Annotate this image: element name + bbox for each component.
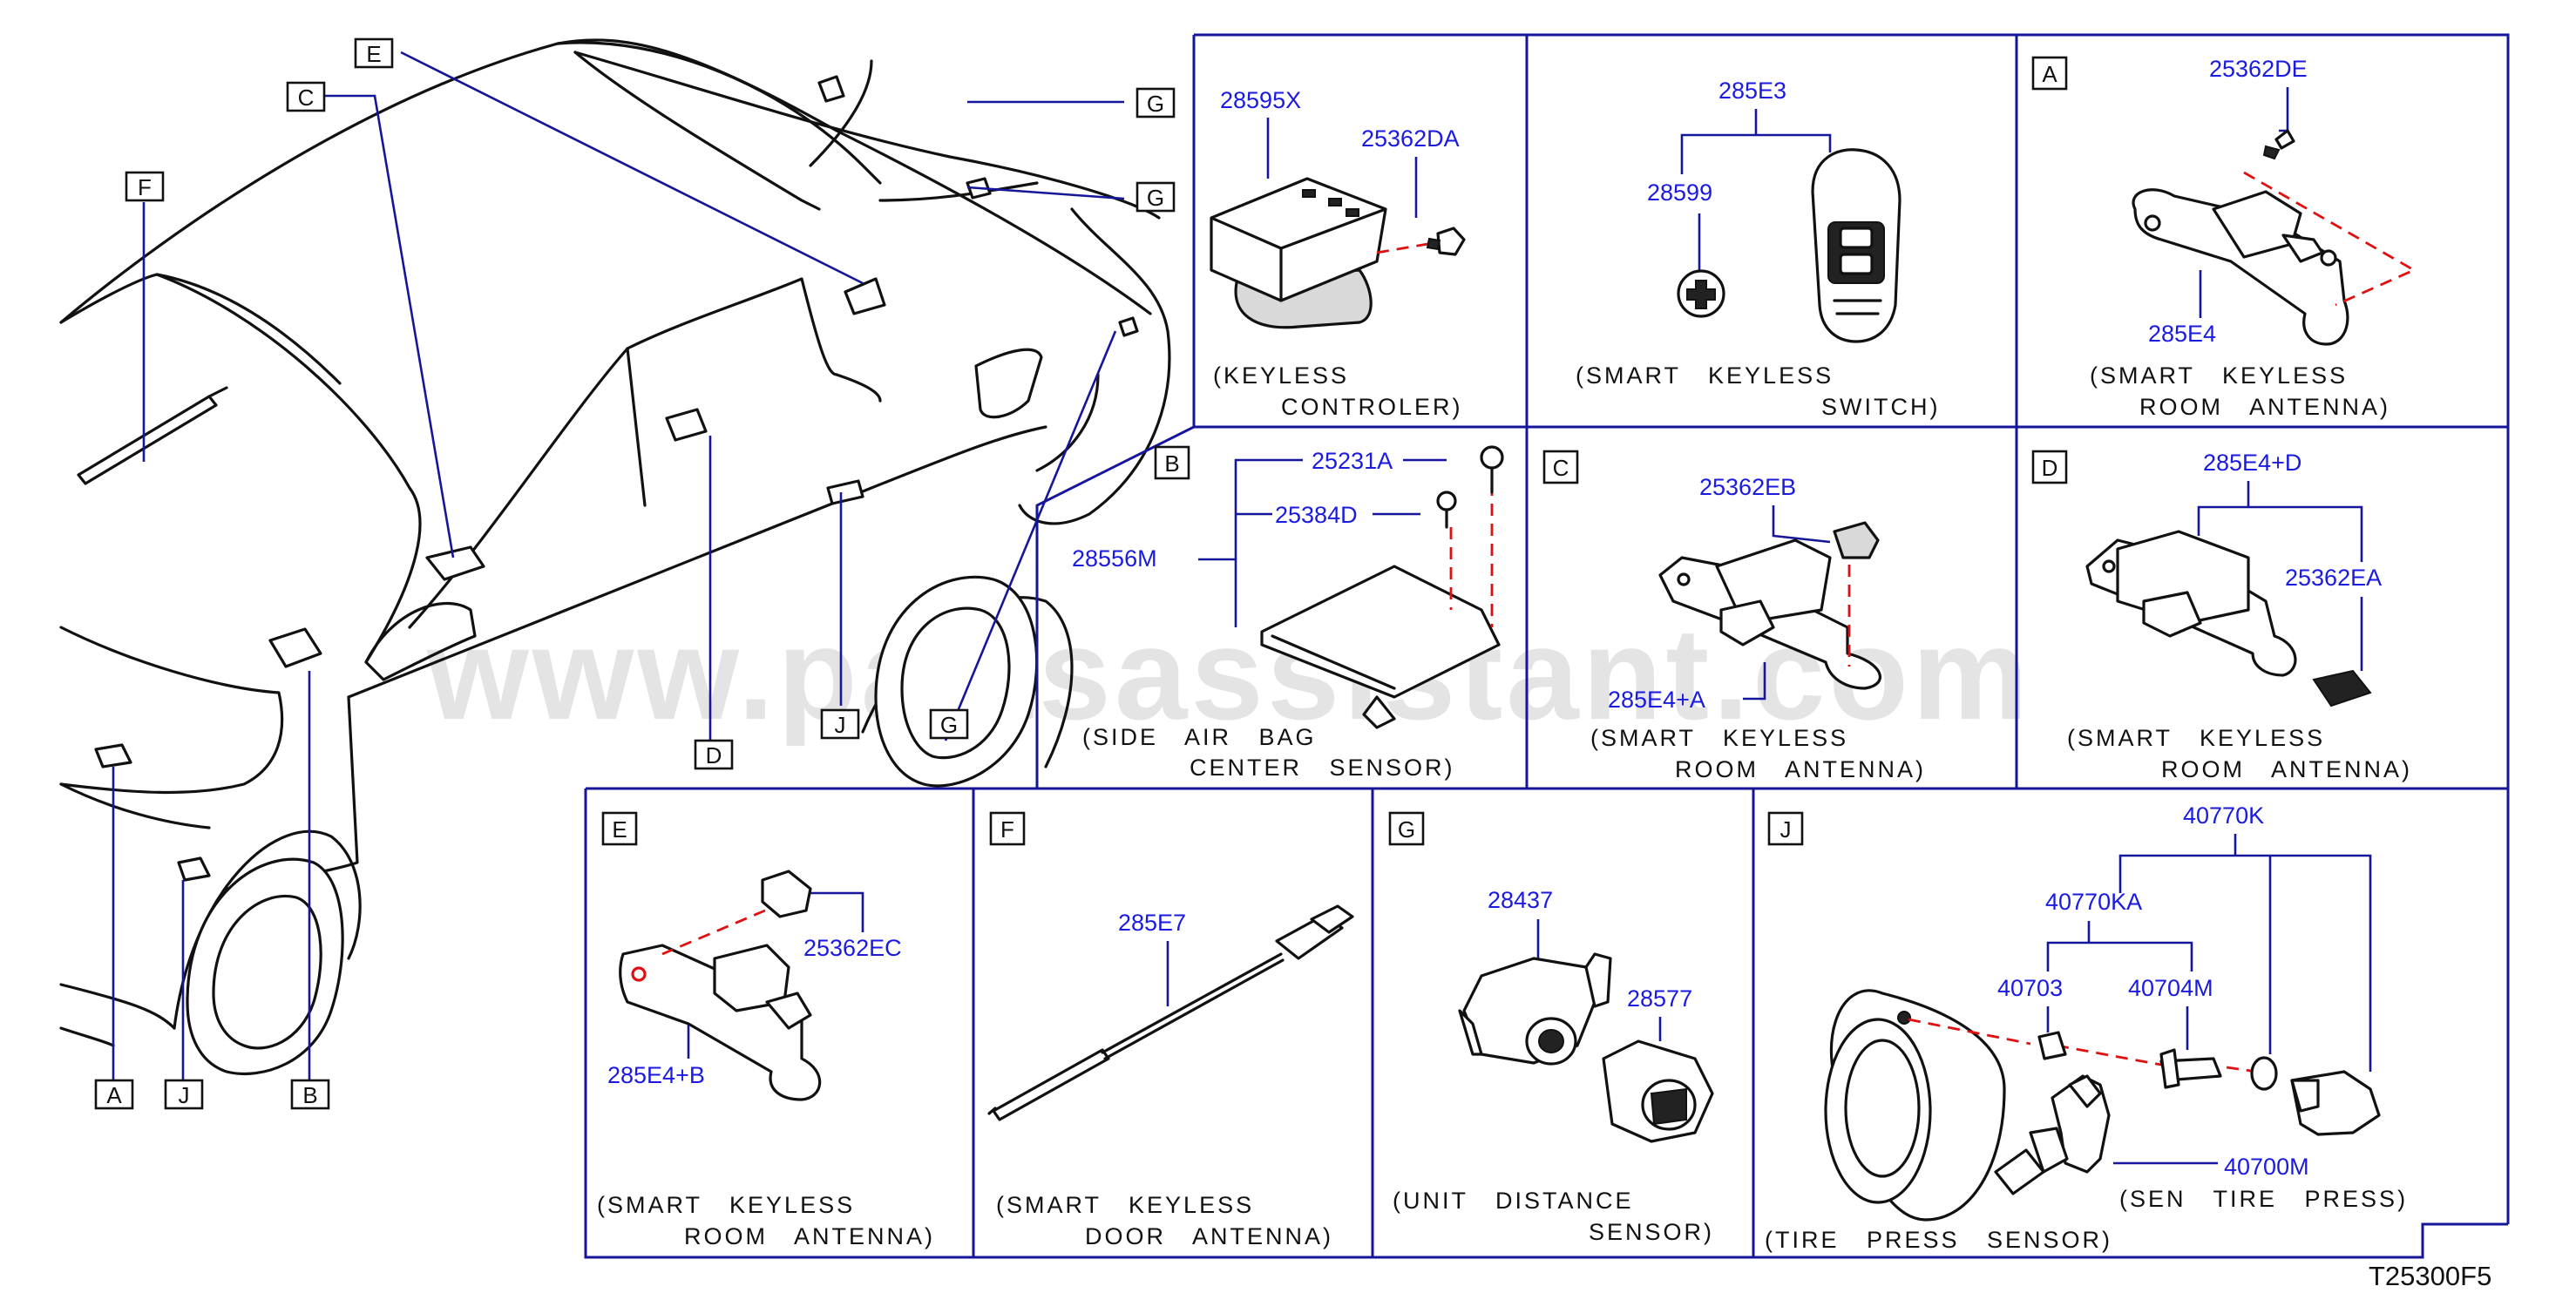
caption-d-2: ROOM ANTENNA): [2161, 756, 2412, 782]
part-28599: 28599: [1647, 179, 1712, 206]
part-285e3: 285E3: [1718, 78, 1786, 104]
panel-j: J 40770K 40770KA 40703 40704M 40700M (TI…: [1765, 802, 2408, 1253]
callout-box-g3: [929, 708, 969, 740]
callout-g2: G: [1147, 185, 1164, 211]
car-outline: [59, 38, 1171, 1076]
caption-smart-keyless-switch-1: (SMART KEYLESS: [1576, 362, 1834, 389]
caption-f-2: DOOR ANTENNA): [1085, 1223, 1333, 1249]
caption-a-2: ROOM ANTENNA): [2139, 394, 2390, 420]
callout-box-f: [125, 171, 165, 202]
part-285e4-b: 285E4+B: [607, 1062, 705, 1088]
panel-d-letter: D: [2042, 455, 2058, 481]
panel-a-letter-box: [2031, 56, 2068, 91]
part-25362eb: 25362EB: [1699, 474, 1796, 500]
caption-j-2: (SEN TIRE PRESS): [2119, 1186, 2408, 1212]
part-28577: 28577: [1627, 985, 1692, 1012]
caption-e-2: ROOM ANTENNA): [684, 1223, 935, 1249]
caption-d-1: (SMART KEYLESS: [2067, 725, 2325, 751]
panel-b-letter: B: [1164, 450, 1179, 477]
part-25362ea: 25362EA: [2285, 565, 2382, 591]
panel-a: A 25362DE 285E4 (SMART KEYLESS ROOM ANTE…: [2031, 56, 2417, 420]
part-28595x: 28595X: [1220, 87, 1301, 113]
caption-f-1: (SMART KEYLESS: [996, 1192, 1254, 1218]
part-25362de: 25362DE: [2209, 56, 2308, 82]
panel-e-letter: E: [612, 816, 627, 843]
part-25384d: 25384D: [1275, 502, 1358, 528]
callout-box-g1: [1135, 87, 1176, 118]
part-25362ec: 25362EC: [803, 935, 902, 961]
panel-j-letter: J: [1780, 816, 1792, 843]
part-25362da: 25362DA: [1361, 125, 1460, 152]
caption-a-1: (SMART KEYLESS: [2090, 362, 2348, 389]
callout-j: J: [835, 712, 846, 738]
panel-b: B 25231A 25384D 28556M (SIDE AIR BAG CEN…: [1072, 445, 1504, 781]
panel-smart-keyless-switch: 285E3 28599 (SMART KEYLESS SWITCH): [1576, 78, 1940, 420]
part-40770ka: 40770KA: [2045, 889, 2142, 915]
panel-e: E 25362EC 285E4+B (SMART KEYLESS ROOM AN…: [597, 811, 935, 1249]
callout-box-d: [694, 739, 734, 770]
callout-box-j: [820, 708, 860, 740]
callout-j2: J: [179, 1082, 190, 1108]
caption-j-1: (TIRE PRESS SENSOR): [1765, 1227, 2112, 1253]
panel-c: C 25362EB 285E4+A (SMART KEYLESS ROOM AN…: [1542, 450, 1926, 782]
panel-e-letter-box: [601, 811, 638, 846]
caption-keyless-controller-2: CONTROLER): [1281, 394, 1463, 420]
callout-g1: G: [1147, 91, 1164, 117]
callout-box-b: [290, 1079, 330, 1110]
panel-g-letter-box: [1388, 811, 1425, 846]
callout-e: E: [366, 41, 381, 67]
panel-f-letter: F: [1000, 816, 1014, 843]
panel-a-letter: A: [2042, 61, 2057, 87]
caption-smart-keyless-switch-2: SWITCH): [1821, 394, 1940, 420]
diagram-code: T25300F5: [2369, 1261, 2491, 1291]
callout-box-c: [286, 81, 326, 112]
callout-f: F: [138, 174, 152, 200]
part-285e7: 285E7: [1118, 910, 1186, 936]
panel-b-letter-box: [1154, 445, 1190, 480]
caption-e-1: (SMART KEYLESS: [597, 1192, 855, 1218]
panel-j-letter-box: [1767, 811, 1804, 846]
part-285e4-d: 285E4+D: [2203, 450, 2301, 476]
callout-box-j2: [164, 1079, 204, 1110]
part-28437: 28437: [1488, 887, 1553, 913]
callout-box-a: [94, 1079, 134, 1110]
panel-keyless-controller: 28595X 25362DA (KEYLESS CONTROLER): [1210, 87, 1466, 420]
car-leaders: [112, 51, 1125, 1085]
part-40704m: 40704M: [2128, 975, 2213, 1001]
panel-g: G 28437 28577 (UNIT DISTANCE SENSOR): [1388, 811, 1714, 1245]
panel-grid: [584, 33, 2510, 1259]
part-40703: 40703: [1997, 975, 2063, 1001]
panel-f: F 285E7 (SMART KEYLESS DOOR ANTENNA): [987, 811, 1354, 1249]
caption-g-2: SENSOR): [1589, 1219, 1714, 1245]
callout-d: D: [706, 742, 722, 768]
panel-f-letter-box: [989, 811, 1026, 846]
panel-g-letter: G: [1398, 816, 1415, 843]
part-285e4: 285E4: [2148, 321, 2216, 347]
part-40770k: 40770K: [2183, 802, 2264, 829]
part-285e4-a: 285E4+A: [1608, 687, 1705, 713]
callout-g3: G: [940, 712, 958, 738]
callout-box-e: [354, 37, 394, 69]
callout-a: A: [106, 1082, 122, 1108]
caption-g-1: (UNIT DISTANCE: [1393, 1188, 1634, 1214]
part-25231a: 25231A: [1312, 448, 1393, 474]
callout-box-g2: [1135, 181, 1176, 213]
callout-b: B: [302, 1082, 317, 1108]
caption-b-1: (SIDE AIR BAG: [1082, 724, 1317, 750]
panel-d: D 285E4+D 25362EA (SMART KEYLESS ROOM AN…: [2031, 450, 2412, 782]
caption-c-1: (SMART KEYLESS: [1590, 725, 1848, 751]
part-28556m: 28556M: [1072, 545, 1157, 572]
panel-c-letter: C: [1553, 455, 1569, 481]
caption-b-2: CENTER SENSOR): [1190, 755, 1455, 781]
panel-c-letter-box: [1542, 450, 1579, 484]
car-callouts: E C F G G D J G A J B: [94, 37, 1176, 1110]
panel-d-letter-box: [2031, 450, 2068, 484]
caption-keyless-controller-1: (KEYLESS: [1213, 362, 1349, 389]
callout-c: C: [298, 85, 315, 111]
caption-c-2: ROOM ANTENNA): [1675, 756, 1926, 782]
part-40700m: 40700M: [2224, 1154, 2309, 1180]
